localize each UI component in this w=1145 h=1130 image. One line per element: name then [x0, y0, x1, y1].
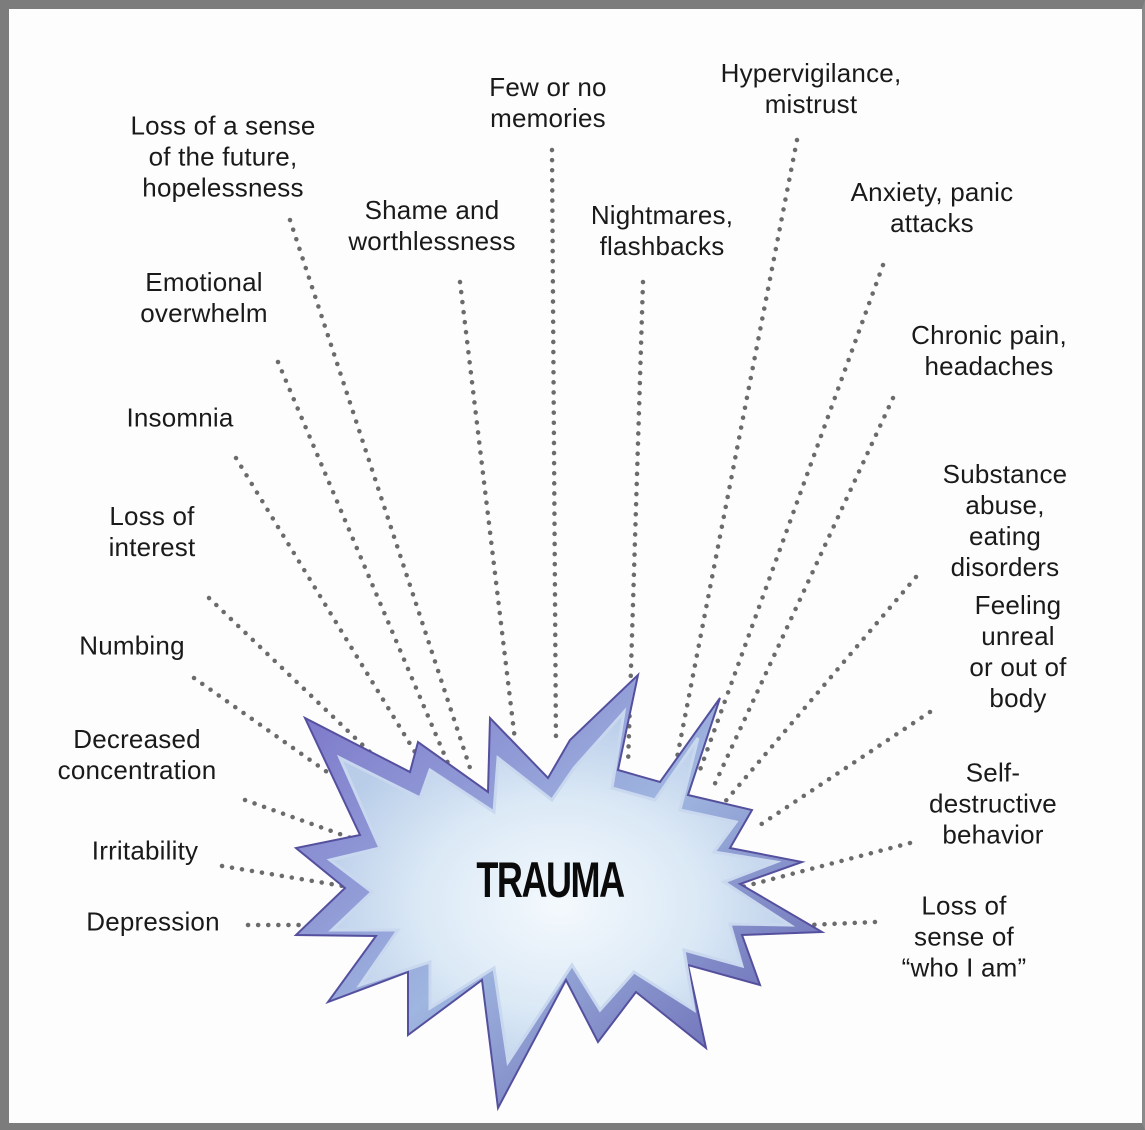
symptom-nightmares: Nightmares, flashbacks [591, 200, 733, 262]
connector-loss-of-future [290, 220, 470, 768]
symptom-feeling-unreal: Feeling unreal or out of body [955, 590, 1082, 714]
symptom-few-memories: Few or no memories [489, 72, 606, 134]
connector-decreased-concentration [245, 800, 362, 842]
connector-anxiety [700, 265, 883, 770]
symptom-loss-of-interest: Loss of interest [109, 501, 196, 563]
symptom-depression: Depression [86, 907, 220, 938]
connector-substance-abuse [718, 577, 916, 810]
symptom-numbing: Numbing [79, 631, 184, 662]
symptom-anxiety: Anxiety, panic attacks [851, 177, 1014, 239]
symptom-hypervigilance: Hypervigilance, mistrust [721, 58, 902, 120]
connector-chronic-pain [712, 398, 893, 790]
connector-shame [460, 282, 515, 740]
symptom-shame: Shame and worthlessness [348, 195, 515, 257]
symptom-self-destructive: Self- destructive behavior [929, 758, 1057, 851]
trauma-label: TRAUMA [476, 851, 623, 909]
symptom-substance-abuse: Substance abuse, eating disorders [935, 459, 1075, 583]
symptom-decreased-concentration: Decreased concentration [58, 724, 217, 786]
symptom-loss-of-self: Loss of sense of “who I am” [902, 891, 1027, 984]
connector-emotional-overwhelm [278, 362, 450, 768]
symptom-irritability: Irritability [92, 836, 198, 867]
connector-few-memories [552, 150, 556, 745]
symptom-insomnia: Insomnia [126, 403, 233, 434]
symptom-chronic-pain: Chronic pain, headaches [911, 320, 1067, 382]
symptom-loss-of-future: Loss of a sense of the future, hopelessn… [130, 111, 315, 204]
symptom-emotional-overwhelm: Emotional overwhelm [140, 267, 268, 329]
connector-insomnia [236, 458, 432, 780]
